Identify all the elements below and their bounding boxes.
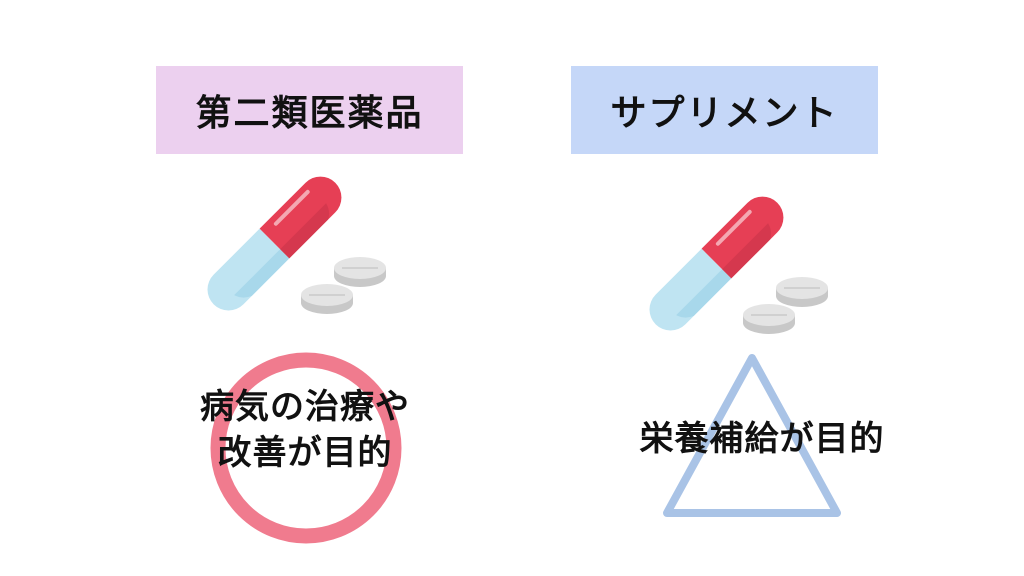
medicine-illustration: [207, 176, 386, 314]
supplement-panel: サプリメント 栄養補給が目的: [512, 0, 1024, 576]
caption-line-1: 病気の治療や: [200, 387, 410, 427]
circle-icon: [210, 352, 402, 544]
pharmaceutical-label: 第二類医薬品: [156, 66, 463, 154]
supplement-caption: 栄養補給が目的: [639, 419, 885, 459]
triangle-icon: [663, 354, 841, 517]
supplement-label: サプリメント: [571, 66, 878, 154]
capsule-icon: [649, 196, 784, 331]
tablets-icon: [743, 277, 828, 334]
supplement-illustration: [649, 196, 828, 334]
pharmaceutical-panel: 第二類医薬品 病気の治療や: [140, 66, 470, 544]
pharmaceutical-caption: 病気の治療や 改善が目的: [140, 384, 470, 476]
capsule-icon: [207, 176, 342, 311]
caption-line-2: 改善が目的: [217, 433, 393, 473]
tablets-icon: [301, 257, 386, 314]
